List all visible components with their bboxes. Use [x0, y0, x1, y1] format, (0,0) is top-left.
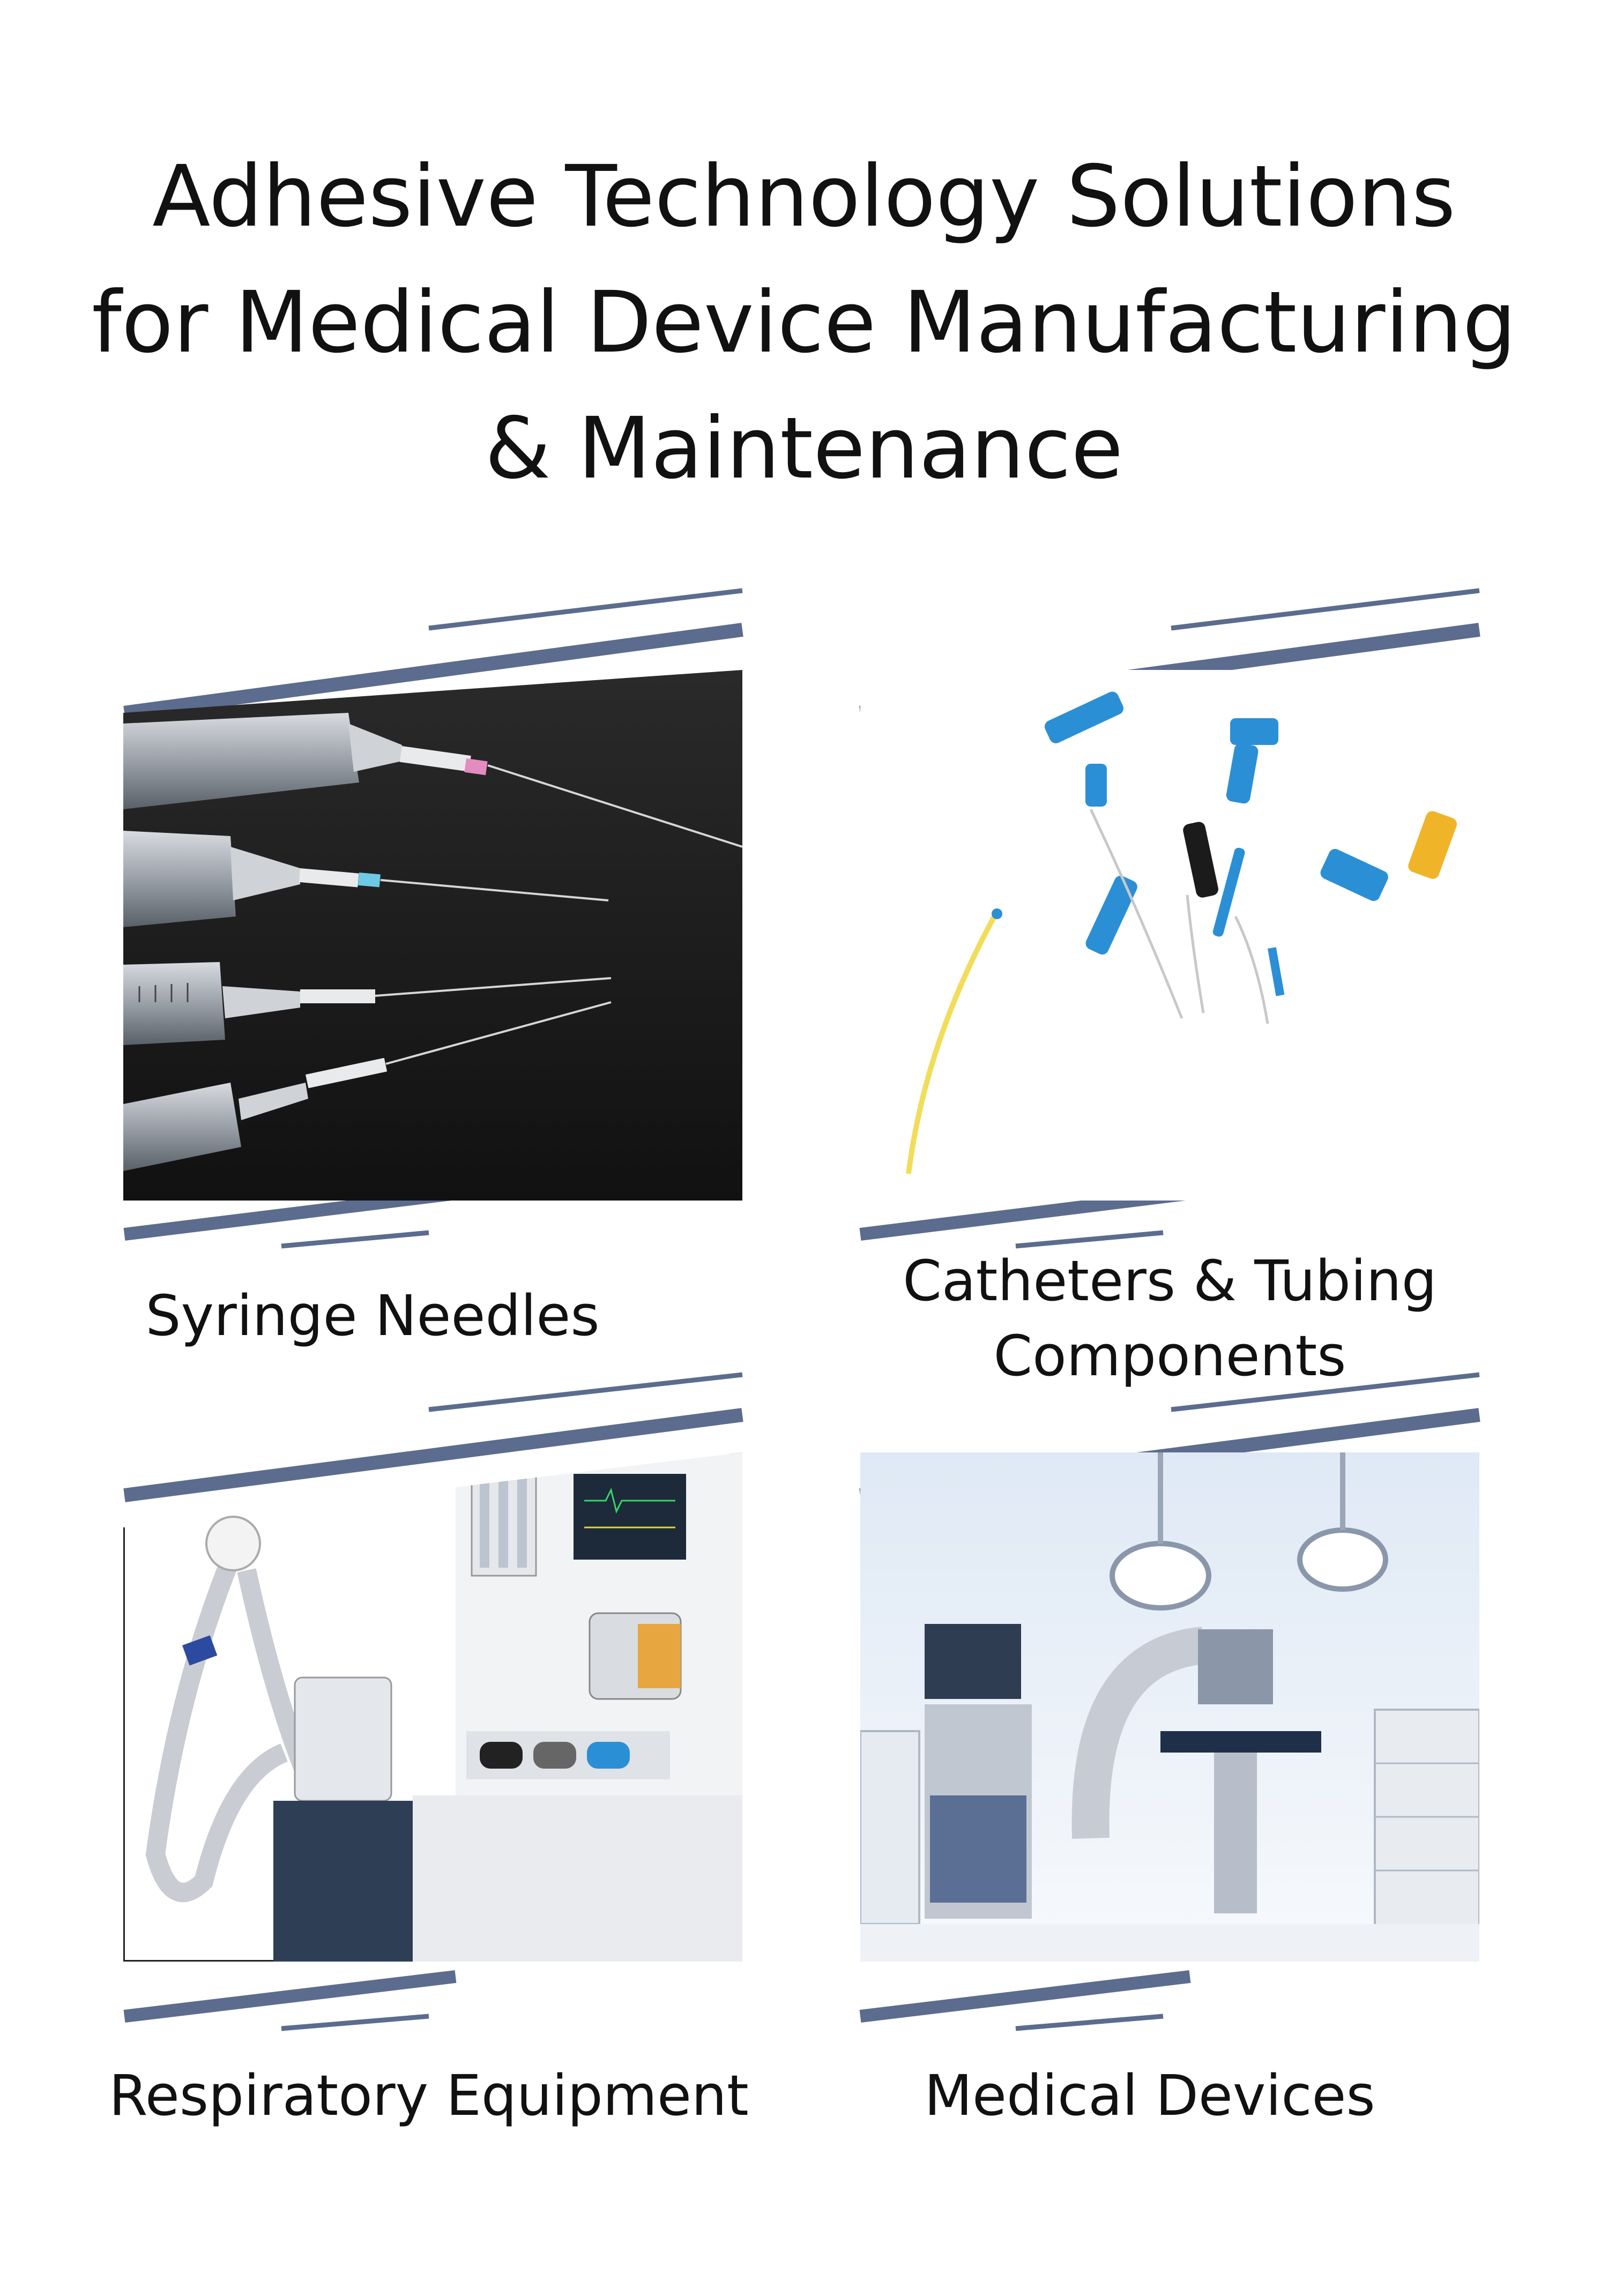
caption-respiratory-equipment: Respiratory Equipment	[80, 2058, 777, 2133]
caption-respiratory-line-1: Respiratory Equipment	[109, 2063, 749, 2128]
anesthesia-machine-photo	[123, 1452, 742, 1962]
syringe-needles-photo	[123, 670, 742, 1201]
caption-catheters-tubing: Catheters & Tubing Components	[860, 1243, 1479, 1393]
caption-catheter-line-2: Components	[993, 1323, 1346, 1389]
caption-medical-devices: Medical Devices	[860, 2058, 1439, 2133]
title-line-1: Adhesive Technology Solutions	[152, 147, 1456, 246]
catheter-tubing-photo	[860, 670, 1479, 1201]
title-line-3: & Maintenance	[485, 399, 1123, 498]
title-line-2: for Medical Device Manufacturing	[92, 273, 1516, 372]
page-title: Adhesive Technology Solutions for Medica…	[0, 134, 1608, 512]
caption-syringe-needles: Syringe Needles	[123, 1278, 622, 1353]
caption-catheter-line-1: Catheters & Tubing	[903, 1248, 1437, 1314]
caption-syringe-line-1: Syringe Needles	[145, 1283, 600, 1348]
caption-devices-line-1: Medical Devices	[924, 2063, 1375, 2128]
operating-room-photo	[860, 1452, 1479, 1962]
